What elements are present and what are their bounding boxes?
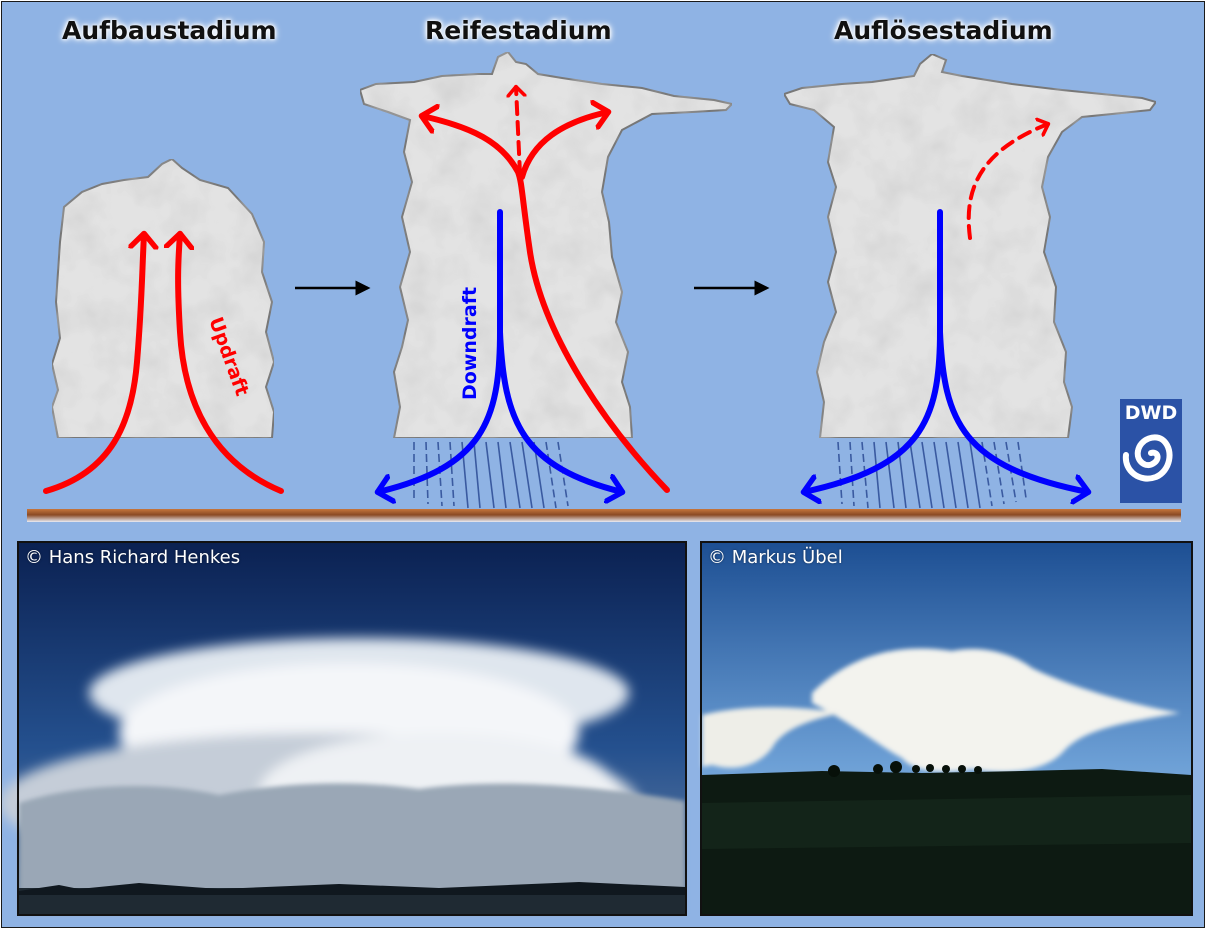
downdraft-stage3-right	[937, 329, 1088, 492]
rain-stage-2	[413, 441, 569, 509]
cloud-stage-1	[50, 157, 276, 439]
updraft-stage2-left	[422, 116, 670, 493]
stage-title-aufloese: Auflösestadium	[834, 16, 1053, 45]
ground-line	[27, 509, 1181, 522]
dwd-logo-text: DWD	[1124, 402, 1178, 424]
photo-credit-henkes: © Hans Richard Henkes	[25, 547, 241, 568]
photo-uebel: © Markus Übel	[700, 541, 1193, 916]
rain-stage-3	[837, 441, 1027, 509]
cloud-stage-2	[358, 50, 734, 439]
updraft-stage2-right	[519, 112, 608, 180]
updraft-stage2-dashed	[516, 87, 520, 176]
dwd-logo: DWD	[1120, 399, 1182, 503]
cloud-stage-3	[782, 52, 1158, 439]
photo-henkes: © Hans Richard Henkes	[17, 541, 687, 916]
updraft-arrow-left	[43, 234, 144, 494]
photo-1-artwork	[2, 543, 685, 914]
downdraft-stage2-right	[497, 329, 622, 492]
downdraft-label: Downdraft	[459, 287, 481, 400]
updraft-arrow-right	[178, 234, 284, 494]
stage-title-aufbau: Aufbaustadium	[62, 16, 277, 45]
stage-title-reife: Reifestadium	[425, 16, 612, 45]
photo-2-artwork	[702, 543, 1191, 914]
spiral-icon	[1122, 434, 1173, 482]
photo-credit-uebel: © Markus Übel	[708, 547, 843, 568]
updraft-stage3-dashed	[966, 124, 1048, 240]
